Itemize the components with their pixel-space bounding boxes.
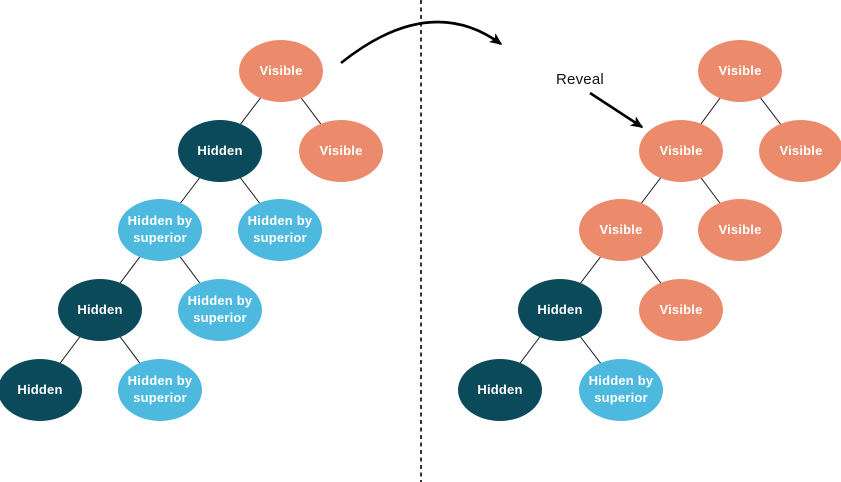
before-node-hbs-3: Hidden by superior [118,199,202,261]
after-node-hidden-7: Hidden [458,359,542,421]
after-node-visible-1: Visible [639,120,723,182]
after-node-visible-3: Visible [579,199,663,261]
node-label: Hidden [17,381,63,397]
after-node-root-visible: Visible [698,40,782,102]
transform-arrow [340,20,503,65]
node-label: Hidden [537,301,583,317]
before-node-hbs-6: Hidden by superior [178,279,262,341]
node-label: Visible [599,221,643,237]
node-label: Visible [718,62,762,78]
after-node-visible-6: Visible [639,279,723,341]
reveal-arrow [589,91,644,129]
after-node-hbs-8: Hidden by superior [579,359,663,421]
before-node-visible-2: Visible [299,120,383,182]
before-node-root-visible: Visible [239,40,323,102]
reveal-label: Reveal [556,71,604,88]
node-label: Hidden by superior [247,213,313,245]
after-node-visible-2: Visible [759,120,841,182]
node-label: Visible [319,142,363,158]
node-label: Hidden by superior [187,293,253,325]
before-node-hbs-8: Hidden by superior [118,359,202,421]
before-node-hidden-5: Hidden [58,279,142,341]
node-label: Hidden [197,142,243,158]
node-label: Hidden [77,301,123,317]
before-node-hbs-4: Hidden by superior [238,199,322,261]
node-label: Visible [659,142,703,158]
before-node-hidden-1: Hidden [178,120,262,182]
after-node-hidden-5: Hidden [518,279,602,341]
node-label: Hidden by superior [127,213,193,245]
node-label: Hidden [477,381,523,397]
after-node-visible-4: Visible [698,199,782,261]
node-label: Visible [259,62,303,78]
node-label: Visible [779,142,823,158]
node-label: Hidden by superior [588,373,654,405]
node-label: Visible [718,221,762,237]
node-label: Visible [659,301,703,317]
node-label: Hidden by superior [127,373,193,405]
before-node-hidden-7: Hidden [0,359,82,421]
